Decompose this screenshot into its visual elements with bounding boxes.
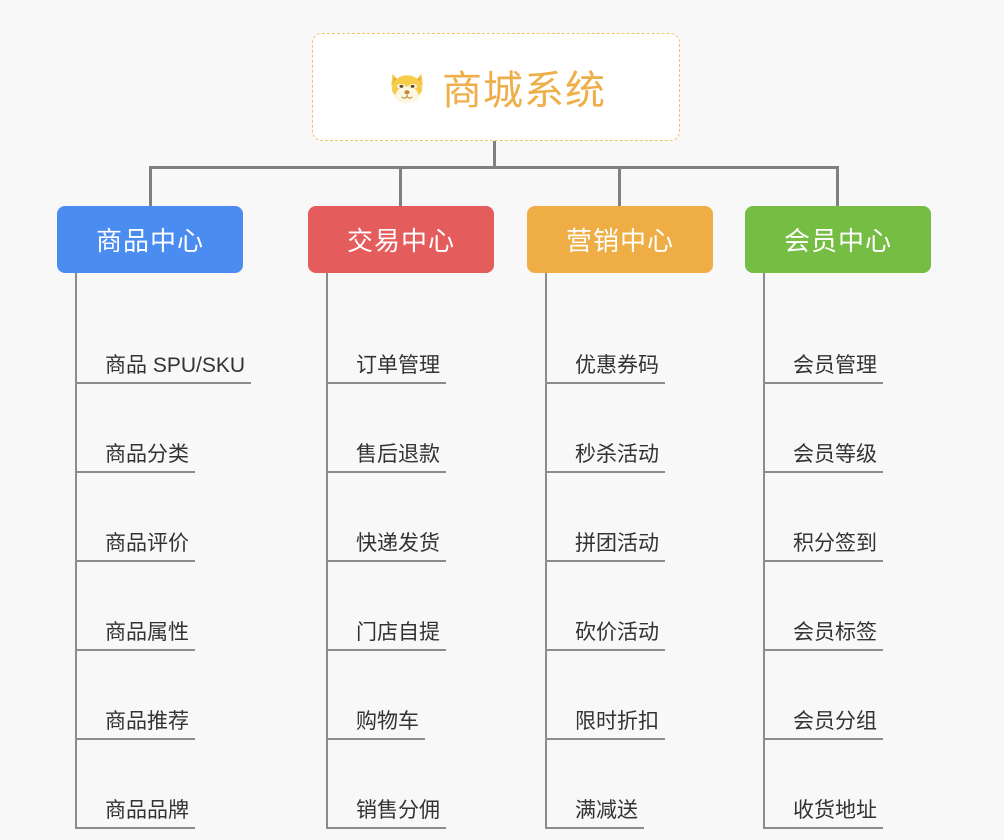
leaf-label: 收货地址 xyxy=(765,798,883,829)
list-item[interactable]: 秒杀活动 xyxy=(547,384,713,473)
leaf-label: 销售分佣 xyxy=(328,798,446,829)
connector-drop-4 xyxy=(836,166,839,206)
list-item[interactable]: 商品推荐 xyxy=(77,651,243,740)
list-item[interactable]: 订单管理 xyxy=(328,295,494,384)
list-item[interactable]: 砍价活动 xyxy=(547,562,713,651)
list-item[interactable]: 会员分组 xyxy=(765,651,931,740)
leaf-list: 订单管理 售后退款 快递发货 门店自提 购物车 销售分佣 xyxy=(326,273,494,829)
list-item[interactable]: 售后退款 xyxy=(328,384,494,473)
list-item[interactable]: 收货地址 xyxy=(765,740,931,829)
leaf-label: 商品分类 xyxy=(77,442,195,473)
connector-drop-1 xyxy=(149,166,152,206)
list-item[interactable]: 会员标签 xyxy=(765,562,931,651)
leaf-label: 秒杀活动 xyxy=(547,442,665,473)
list-item[interactable]: 销售分佣 xyxy=(328,740,494,829)
leaf-label: 商品属性 xyxy=(77,620,195,651)
leaf-label: 积分签到 xyxy=(765,531,883,562)
list-item[interactable]: 商品属性 xyxy=(77,562,243,651)
leaf-label: 砍价活动 xyxy=(547,620,665,651)
leaf-label: 会员等级 xyxy=(765,442,883,473)
list-item[interactable]: 优惠券码 xyxy=(547,295,713,384)
leaf-label: 满减送 xyxy=(547,798,644,829)
category-label: 营销中心 xyxy=(565,226,674,256)
leaf-list: 会员管理 会员等级 积分签到 会员标签 会员分组 收货地址 xyxy=(763,273,931,829)
connector-trunk xyxy=(493,141,496,168)
list-item[interactable]: 会员等级 xyxy=(765,384,931,473)
branch-column-yingxiao: 营销中心 优惠券码 秒杀活动 拼团活动 砍价活动 限时折扣 满减送 xyxy=(527,206,713,829)
list-item[interactable]: 商品评价 xyxy=(77,473,243,562)
leaf-label: 会员标签 xyxy=(765,620,883,651)
list-item[interactable]: 会员管理 xyxy=(765,295,931,384)
leaf-label: 快递发货 xyxy=(328,531,446,562)
connector-drop-3 xyxy=(618,166,621,206)
leaf-label: 门店自提 xyxy=(328,620,446,651)
category-label: 会员中心 xyxy=(783,226,892,256)
leaf-label: 订单管理 xyxy=(328,353,446,384)
leaf-label: 商品 SPU/SKU xyxy=(77,353,252,384)
connector-bus xyxy=(149,166,839,169)
list-item[interactable]: 门店自提 xyxy=(328,562,494,651)
list-item[interactable]: 拼团活动 xyxy=(547,473,713,562)
list-item[interactable]: 积分签到 xyxy=(765,473,931,562)
category-label: 交易中心 xyxy=(346,226,455,256)
leaf-list: 商品 SPU/SKU 商品分类 商品评价 商品属性 商品推荐 商品品牌 xyxy=(75,273,252,829)
list-item[interactable]: 满减送 xyxy=(547,740,713,829)
branch-column-shangpin: 商品中心 商品 SPU/SKU 商品分类 商品评价 商品属性 商品推荐 商品品牌 xyxy=(57,206,252,829)
list-item[interactable]: 商品 SPU/SKU xyxy=(77,295,252,384)
shiba-dog-emoji xyxy=(386,66,428,108)
list-item[interactable]: 商品品牌 xyxy=(77,740,243,829)
list-item[interactable]: 快递发货 xyxy=(328,473,494,562)
category-header-jiaoyi[interactable]: 交易中心 xyxy=(308,206,494,273)
category-header-yingxiao[interactable]: 营销中心 xyxy=(527,206,713,273)
category-label: 商品中心 xyxy=(95,226,204,256)
list-item[interactable]: 购物车 xyxy=(328,651,494,740)
category-header-huiyuan[interactable]: 会员中心 xyxy=(745,206,931,273)
leaf-list: 优惠券码 秒杀活动 拼团活动 砍价活动 限时折扣 满减送 xyxy=(545,273,713,829)
root-node[interactable]: 商城系统 xyxy=(312,33,680,141)
leaf-label: 商品品牌 xyxy=(77,798,195,829)
leaf-label: 商品评价 xyxy=(77,531,195,562)
leaf-label: 会员分组 xyxy=(765,709,883,740)
list-item[interactable]: 商品分类 xyxy=(77,384,243,473)
connector-drop-2 xyxy=(399,166,402,206)
leaf-label: 会员管理 xyxy=(765,353,883,384)
leaf-label: 优惠券码 xyxy=(547,353,665,384)
list-item[interactable]: 限时折扣 xyxy=(547,651,713,740)
branch-column-jiaoyi: 交易中心 订单管理 售后退款 快递发货 门店自提 购物车 销售分佣 xyxy=(308,206,494,829)
leaf-label: 购物车 xyxy=(328,709,425,740)
leaf-label: 售后退款 xyxy=(328,442,446,473)
leaf-label: 限时折扣 xyxy=(547,709,665,740)
leaf-label: 商品推荐 xyxy=(77,709,195,740)
category-header-shangpin[interactable]: 商品中心 xyxy=(57,206,243,273)
branch-column-huiyuan: 会员中心 会员管理 会员等级 积分签到 会员标签 会员分组 收货地址 xyxy=(745,206,931,829)
root-title: 商城系统 xyxy=(442,69,606,113)
leaf-label: 拼团活动 xyxy=(547,531,665,562)
